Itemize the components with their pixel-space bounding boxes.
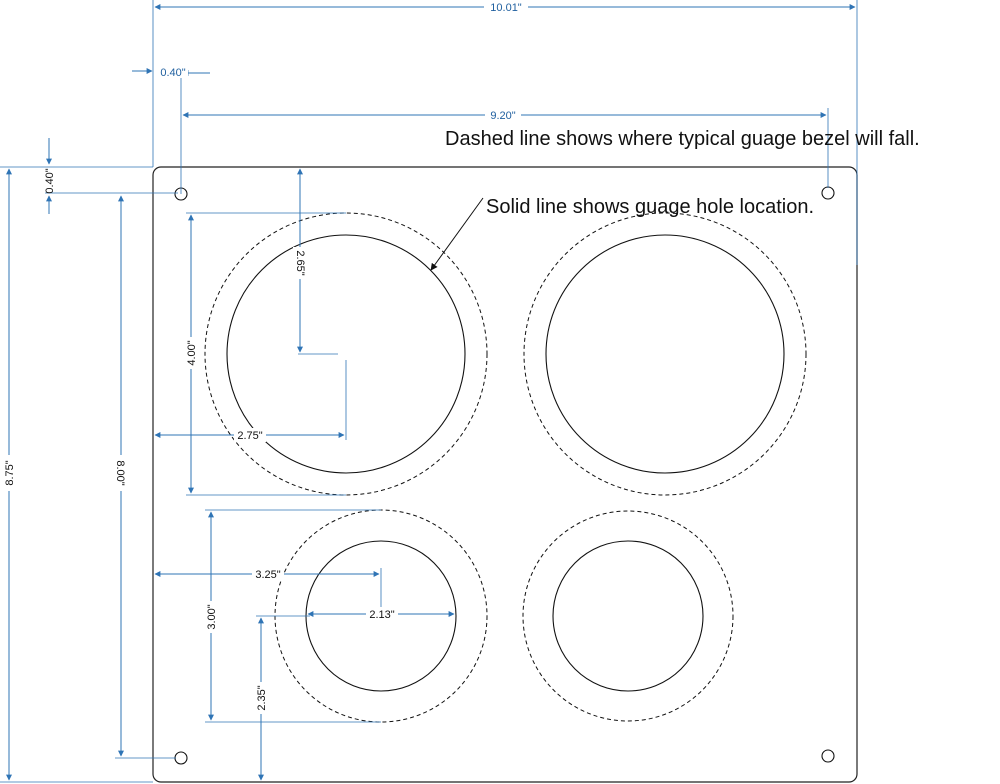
note-arrow (430, 197, 484, 271)
label-center-x-small: 3.25" (255, 569, 280, 581)
gauge-hole-bottom-right (552, 540, 704, 692)
panel-outline (152, 166, 858, 783)
bezel-top-left (204, 212, 488, 496)
label-bezel-small: 3.00" (206, 604, 218, 629)
bezel-bottom-right (522, 510, 734, 722)
label-center-x-large: 2.75" (237, 430, 262, 442)
label-overall-width: 10.01" (490, 2, 522, 14)
label-hole-spacing-y: 8.00" (114, 460, 126, 485)
label-offset-y: 0.40" (44, 168, 56, 193)
label-hole-spacing-x: 9.20" (490, 110, 515, 122)
mount-hole-bottom-left (174, 751, 188, 765)
gauge-hole-top-left (226, 234, 466, 474)
mount-hole-bottom-right (821, 749, 835, 763)
note-solid-line: Solid line shows guage hole location. (486, 196, 814, 218)
label-center-y-large: 2.65" (294, 250, 306, 275)
label-bezel-large: 4.00" (186, 340, 198, 365)
note-dashed-line: Dashed line shows where typical guage be… (445, 128, 920, 150)
label-hole-small: 2.13" (369, 609, 394, 621)
mount-hole-top-right (821, 186, 835, 200)
bezel-top-right (523, 212, 807, 496)
label-overall-height: 8.75" (4, 460, 16, 485)
label-center-y-small: 2.35" (256, 685, 268, 710)
label-offset-x: 0.40" (160, 67, 185, 79)
gauge-hole-top-right (545, 234, 785, 474)
